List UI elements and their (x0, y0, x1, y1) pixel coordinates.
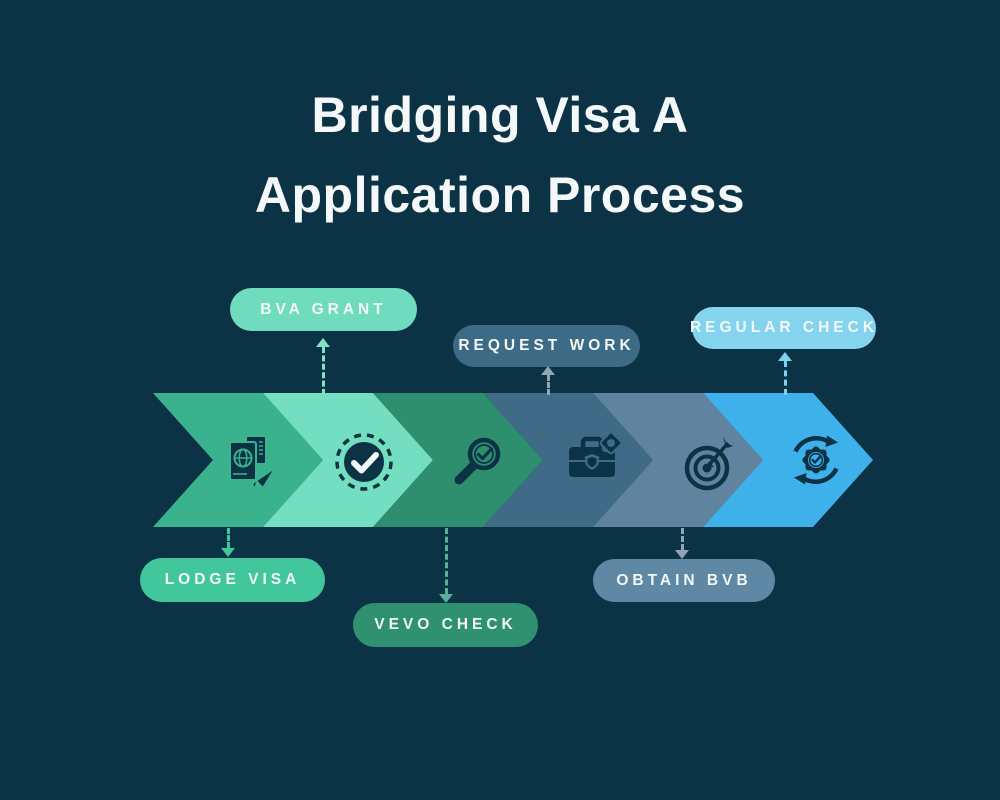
dashed-line (546, 375, 550, 395)
passport-plane-icon (218, 430, 282, 494)
callout-lodge-visa-label: LODGE VISA (164, 571, 301, 588)
arrowhead-down-icon (675, 550, 689, 559)
briefcase-gear-icon (562, 430, 626, 494)
gear-sync-check-icon (784, 430, 848, 494)
check-circle-icon (332, 430, 396, 494)
callout-vevo-check: VEVO CHECK (353, 603, 538, 647)
connector-arrow-lodge-visa (220, 528, 236, 557)
callout-bva-grant-label: BVA GRANT (260, 300, 387, 318)
connector-arrow-obtain-bvb (674, 528, 690, 559)
arrowhead-up-icon (541, 366, 555, 375)
callout-obtain-bvb-label: OBTAIN BVB (616, 571, 752, 589)
callout-regular-check-label: REGULAR CHECK (689, 319, 879, 336)
callout-regular-check: REGULAR CHECK (689, 307, 879, 349)
dashed-line (680, 528, 684, 550)
connector-arrow-vevo-check (438, 528, 454, 603)
dashed-line (783, 361, 787, 395)
dashed-line (226, 528, 230, 548)
page-title-line-1: Bridging Visa A (311, 87, 689, 143)
arrowhead-up-icon (316, 338, 330, 347)
callout-obtain-bvb: OBTAIN BVB (593, 559, 775, 602)
callout-request-work-label: REQUEST WORK (458, 337, 635, 354)
dashed-line (444, 528, 448, 594)
connector-arrow-request-work (540, 366, 556, 395)
connector-arrow-bva-grant (315, 338, 331, 395)
target-dart-icon (678, 431, 742, 495)
callout-vevo-check-label: VEVO CHECK (374, 616, 517, 633)
callout-bva-grant: BVA GRANT (230, 288, 417, 331)
arrowhead-up-icon (778, 352, 792, 361)
arrowhead-down-icon (221, 548, 235, 557)
callout-lodge-visa: LODGE VISA (140, 558, 325, 602)
page-title-line-2: Application Process (254, 167, 746, 223)
connector-arrow-regular-check (777, 352, 793, 395)
callout-request-work: REQUEST WORK (453, 325, 640, 367)
arrowhead-down-icon (439, 594, 453, 603)
dashed-line (321, 347, 325, 395)
magnifier-check-icon (446, 431, 510, 495)
